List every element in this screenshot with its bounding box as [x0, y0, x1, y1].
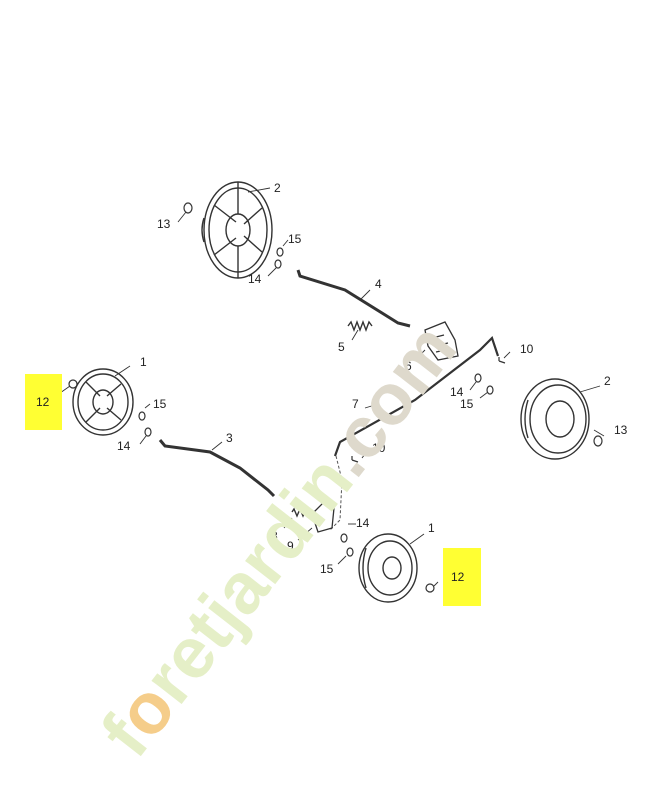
label-rear-axle: 4	[375, 277, 382, 291]
label-rear-right-wheel: 2	[604, 374, 611, 388]
nut-left-highlight	[68, 379, 78, 389]
label-lever-front: 9	[287, 539, 294, 553]
rear-left-wheel	[201, 181, 273, 279]
label-washer-front-right-b: 15	[320, 562, 334, 576]
label-washer-front-left-a: 14	[117, 439, 131, 453]
nut-rear-right	[593, 435, 603, 447]
spring-rear	[347, 320, 373, 332]
label-washer-rear-right-b: 15	[460, 397, 474, 411]
nut-rear-left	[183, 202, 193, 214]
label-nut-right-highlight: 12	[451, 570, 465, 584]
label-front-left-wheel: 1	[140, 355, 147, 369]
washer-front-right-a	[340, 533, 348, 543]
washer-front-left-b	[138, 411, 146, 421]
screw-upper	[498, 357, 506, 364]
washer-front-left-a	[144, 427, 152, 437]
front-right-wheel	[358, 533, 418, 603]
highlight-box-right	[443, 548, 481, 606]
rear-axle	[296, 269, 411, 328]
front-left-wheel	[72, 368, 134, 436]
screw-lower	[351, 456, 359, 463]
nut-right-highlight	[425, 583, 435, 593]
connecting-rod	[333, 335, 500, 457]
connecting-rod-link	[329, 455, 343, 531]
washer-rear-left-b	[276, 247, 284, 257]
lever-rear	[424, 321, 459, 361]
lever-front	[311, 499, 335, 533]
label-front-right-wheel: 1	[428, 521, 435, 535]
spring-front	[291, 507, 309, 518]
label-washer-rear-left-b: 15	[288, 232, 302, 246]
label-front-axle: 3	[226, 431, 233, 445]
label-screw-lower: 10	[372, 441, 386, 455]
hardware	[68, 202, 603, 593]
washer-front-right-b	[346, 547, 354, 557]
label-nut-left-highlight: 12	[36, 395, 50, 409]
washer-rear-left-a	[274, 259, 282, 269]
label-screw-upper: 10	[520, 342, 534, 356]
washer-rear-right-b	[486, 385, 494, 395]
label-washer-front-left-b: 15	[153, 397, 167, 411]
front-axle	[158, 439, 276, 498]
label-washer-rear-right-a: 14	[450, 385, 464, 399]
label-washer-front-right-a: 14	[356, 516, 370, 530]
label-connecting-rod: 7	[352, 397, 359, 411]
washer-rear-right-a	[474, 373, 482, 383]
label-spring-front: 8	[271, 529, 278, 543]
label-spring-rear: 5	[338, 340, 345, 354]
label-washer-rear-left-a: 14	[248, 272, 262, 286]
label-nut-rear-right: 13	[614, 423, 628, 437]
highlight-box-left	[25, 374, 62, 430]
label-nut-rear-left: 13	[157, 217, 171, 231]
label-rear-left-wheel: 2	[274, 181, 281, 195]
label-lever-rear: 6	[405, 359, 412, 373]
rear-right-wheel	[520, 378, 590, 460]
